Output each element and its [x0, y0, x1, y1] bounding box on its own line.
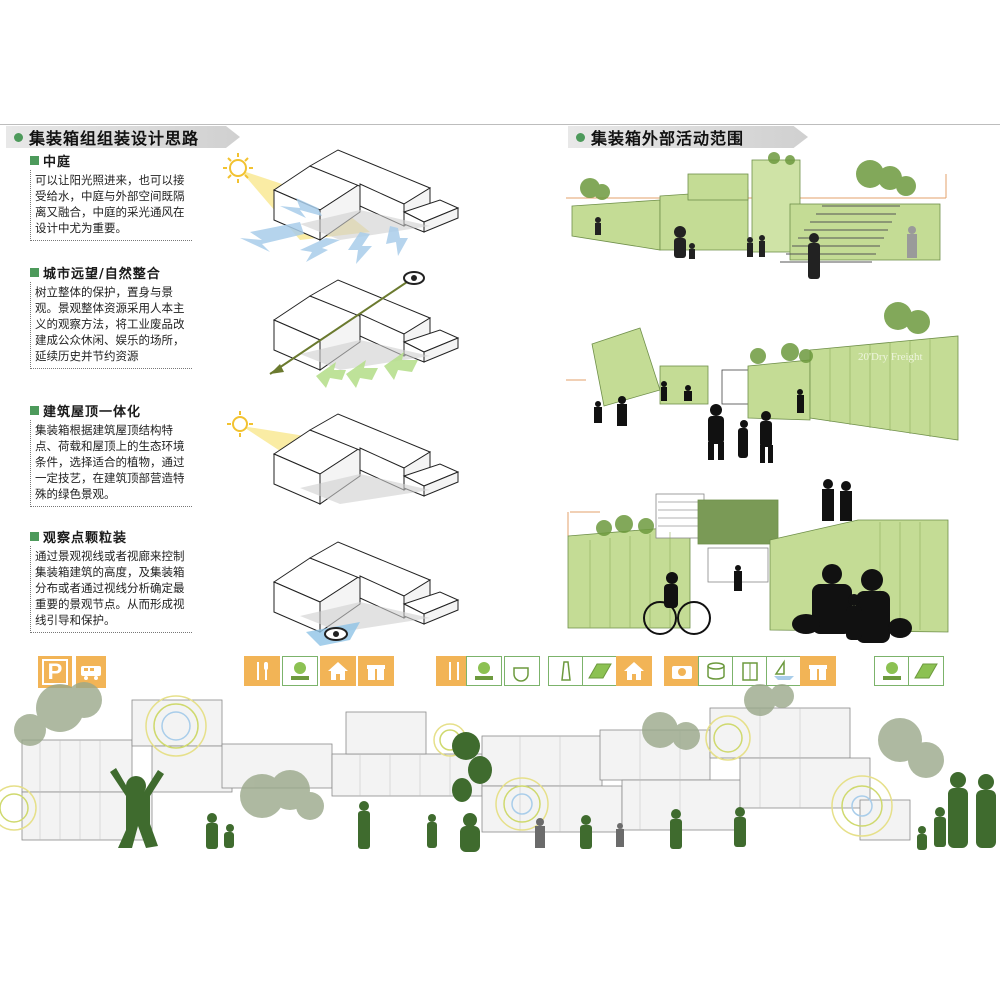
section-banner-left: 集装箱组组装设计思路 — [6, 126, 240, 148]
coffee-icon — [504, 656, 540, 686]
step-city-view: 城市远望/自然整合 树立整体的保护，置身与景观。景观整体资源采用人本主义的观察方… — [30, 264, 200, 369]
step-title: 中庭 — [43, 154, 72, 170]
lawn-icon — [582, 656, 618, 686]
drum-icon — [698, 656, 734, 686]
boat-icon — [766, 656, 802, 686]
plant-icon — [282, 656, 318, 686]
gift-icon — [358, 656, 394, 686]
sun-icon — [229, 159, 247, 177]
step-text: 通过景观视线或者视廊来控制集装箱建筑的高度，及集装箱分布或者通过视线分析确定最重… — [30, 546, 192, 633]
diagram-courtyard — [223, 149, 459, 264]
section-title-right: 集装箱外部活动范围 — [591, 129, 745, 148]
bullet-square — [30, 155, 39, 165]
parking-icon: P — [38, 656, 72, 688]
eye-icon — [324, 627, 348, 641]
section-banner-right: 集装箱外部活动范围 — [568, 126, 808, 148]
step-text: 树立整体的保护，置身与景观。景观整体资源采用人本主义的观察方法，将工业废品改建成… — [30, 282, 192, 369]
camera-icon — [664, 656, 700, 686]
plant-icon — [874, 656, 910, 686]
sun-icon — [232, 416, 248, 432]
step-courtyard: 中庭 可以让阳光照进来，也可以接受给水，中庭与外部空间既隔离又融合，中庭的采光通… — [30, 152, 200, 241]
diagram-roof — [227, 411, 459, 505]
step-title: 观察点颗粒装 — [43, 530, 128, 546]
step-text: 可以让阳光照进来，也可以接受给水，中庭与外部空间既隔离又融合，中庭的采光通风在设… — [30, 170, 192, 241]
scene-container-courtyard — [567, 479, 949, 643]
restaurant-icon — [244, 656, 280, 686]
step-title: 城市远望/自然整合 — [43, 266, 161, 282]
bus-icon — [76, 656, 106, 688]
scene-stairs-plaza — [566, 152, 947, 279]
scene-container-street: 20'Dry Freight — [566, 302, 959, 463]
bullet-dot — [576, 132, 585, 142]
bullet-square — [30, 267, 39, 277]
plant-icon — [466, 656, 502, 686]
bullet-square — [30, 531, 39, 541]
container-sign: 20'Dry Freight — [858, 351, 923, 363]
eye-icon — [403, 271, 425, 285]
top-rule — [0, 124, 1000, 125]
step-text: 集装箱根据建筑屋顶结构特点、荷载和屋顶上的生态环境条件，选择适合的植物，通过一定… — [30, 420, 192, 507]
gift-icon — [800, 656, 836, 686]
lawn-icon — [908, 656, 944, 686]
house-icon — [616, 656, 652, 686]
step-observation-points: 观察点颗粒装 通过景观视线或者视廊来控制集装箱建筑的高度，及集装箱分布或者通过视… — [30, 528, 200, 633]
bullet-square — [30, 405, 39, 415]
section-title-left: 集装箱组组装设计思路 — [29, 129, 200, 148]
building-icon — [732, 656, 768, 686]
step-title: 建筑屋顶一体化 — [43, 404, 142, 420]
lighthouse-icon — [548, 656, 584, 686]
step-roof-integration: 建筑屋顶一体化 集装箱根据建筑屋顶结构特点、荷载和屋顶上的生态环境条件，选择适合… — [30, 402, 200, 507]
diagram-city-view — [269, 271, 459, 388]
bullet-dot — [14, 132, 23, 142]
diagram-observation — [273, 541, 459, 646]
house-icon — [320, 656, 356, 686]
